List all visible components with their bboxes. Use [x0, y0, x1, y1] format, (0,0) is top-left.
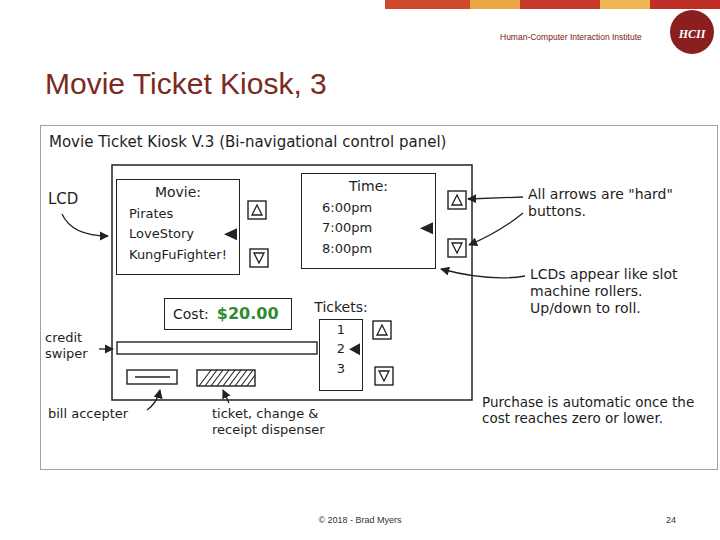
label-holder: bill accepter [48, 404, 128, 422]
hard-button [248, 201, 266, 219]
top-bar [600, 0, 650, 9]
hard-button [373, 321, 391, 339]
hard-button [250, 249, 268, 267]
lcd-item: LoveStory [129, 226, 194, 242]
hard-button [448, 191, 466, 209]
label-holder: Human-Computer Interaction Institute [500, 26, 642, 44]
lcd-item: Pirates [129, 206, 173, 222]
hard-button [448, 239, 466, 257]
label-holder: HCII [670, 24, 714, 42]
lcd-item: 1 [337, 322, 345, 338]
down-arrow [452, 243, 462, 253]
down-arrow [379, 371, 389, 381]
up-arrow [377, 325, 387, 335]
time-lcd: Time: 6:00pm 7:00pm 8:00pm [301, 173, 436, 269]
lcd-heading: Tickets: [314, 299, 367, 316]
top-bar [520, 0, 600, 9]
tickets-lcd: Tickets:123 [319, 319, 363, 391]
leader-arrow [147, 390, 160, 410]
label-holder: LCD [48, 190, 78, 208]
logo-text: HCII [679, 27, 706, 41]
credit-swiper-slot [117, 342, 317, 354]
callout: LCD [48, 190, 78, 208]
leader-arrow [468, 197, 523, 199]
callout: credit swiper [45, 330, 103, 361]
lcd-item: 8:00pm [322, 241, 372, 257]
label-holder: All arrows are "hard" buttons. [528, 186, 698, 220]
callout: ticket, change & receipt dispenser [212, 406, 352, 437]
page-number: 24 [666, 515, 676, 526]
dispenser-slot [197, 370, 255, 386]
cost-value: $20.00 [217, 304, 279, 323]
bill-slot-line [135, 376, 170, 377]
label-holder: credit swiper [45, 330, 103, 362]
title-holder: Movie Ticket Kiosk, 3 [45, 66, 327, 102]
up-arrow [452, 195, 462, 205]
kiosk-outline [112, 165, 472, 400]
lcd-item: 2 [337, 341, 345, 357]
lcd-item: 7:00pm [322, 220, 372, 236]
cost-display: Cost: $20.00 [164, 298, 292, 330]
lcd-heading: Time: [349, 178, 388, 195]
selection-pointer [420, 222, 433, 234]
label-holder: ticket, change & receipt dispenser [212, 406, 352, 438]
hard-button [375, 367, 393, 385]
leader-arrow [223, 390, 229, 403]
note: LCDs appear like slot machine rollers. U… [530, 266, 708, 316]
lcd-heading: Movie: [155, 184, 201, 201]
leader-arrow [62, 214, 108, 236]
top-bar [650, 0, 720, 9]
label-holder: Purchase is automatic once the cost reac… [482, 394, 712, 427]
logo-circle [670, 10, 714, 54]
cost-label: Cost: [173, 306, 209, 323]
footer-copyright: © 2018 - Brad Myers [318, 515, 401, 526]
label-holder: LCDs appear like slot machine rollers. U… [530, 266, 708, 317]
lcd-item: KungFuFighter! [129, 247, 227, 263]
callout: bill accepter [48, 406, 128, 422]
leader-arrow [469, 213, 523, 245]
slide-title: Movie Ticket Kiosk, 3 [45, 66, 327, 102]
lcd-item: 6:00pm [322, 200, 372, 216]
selection-pointer [349, 343, 360, 355]
top-bar [470, 0, 520, 9]
sketch-heading: Movie Ticket Kiosk V.3 (Bi-navigational … [49, 133, 446, 151]
note: All arrows are "hard" buttons. [528, 186, 698, 220]
movie-lcd: Movie: PiratesLoveStoryKungFuFighter! [116, 179, 240, 275]
down-arrow [254, 253, 264, 263]
up-arrow [252, 205, 262, 215]
selection-pointer [224, 228, 237, 240]
bill-accepter-slot [127, 370, 177, 384]
institute-name: Human-Computer Interaction Institute [500, 32, 642, 42]
leader-arrow [441, 269, 525, 278]
dispenser-hatch [199, 370, 255, 386]
top-bar [385, 0, 470, 9]
label-holder: © 2018 - Brad Myers [240, 509, 480, 527]
leader-arrow [99, 348, 113, 349]
note: Purchase is automatic once the cost reac… [482, 394, 712, 426]
lcd-item: 3 [337, 361, 345, 377]
label-holder: 24 [666, 509, 676, 527]
